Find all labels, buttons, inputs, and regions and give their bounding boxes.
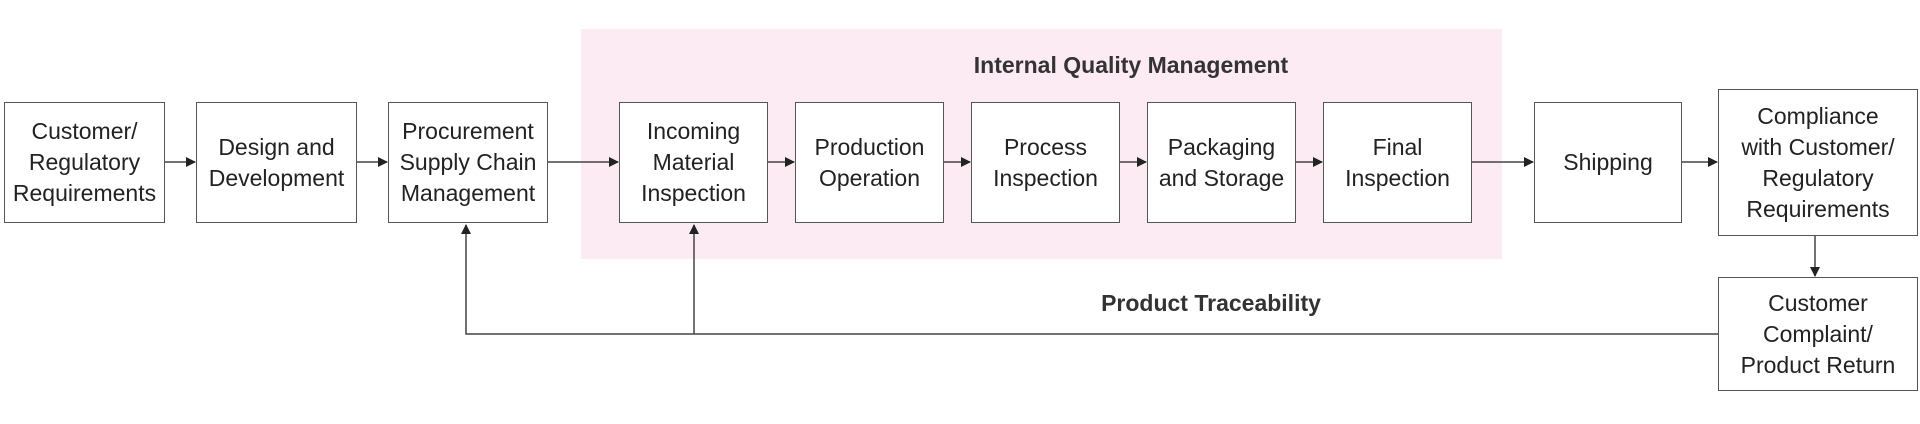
shipping-box: Shipping (1534, 102, 1682, 223)
internal-quality-title: Internal Quality Management (973, 52, 1289, 78)
customer-complaint-box: Customer Complaint/ Product Return (1718, 277, 1918, 391)
procurement-box: Procurement Supply Chain Management (388, 102, 548, 223)
incoming-inspection-box: Incoming Material Inspection (619, 102, 768, 223)
product-traceability-label: Product Traceability (1101, 290, 1321, 316)
process-inspection-box: Process Inspection (971, 102, 1120, 223)
customer-requirements-box: Customer/ Regulatory Requirements (4, 102, 165, 223)
production-operation-box: Production Operation (795, 102, 944, 223)
design-development-box: Design and Development (196, 102, 357, 223)
compliance-box: Compliance with Customer/ Regulatory Req… (1718, 89, 1918, 236)
final-inspection-box: Final Inspection (1323, 102, 1472, 223)
traceability-feedback-line (461, 224, 1718, 335)
packaging-storage-box: Packaging and Storage (1147, 102, 1296, 223)
